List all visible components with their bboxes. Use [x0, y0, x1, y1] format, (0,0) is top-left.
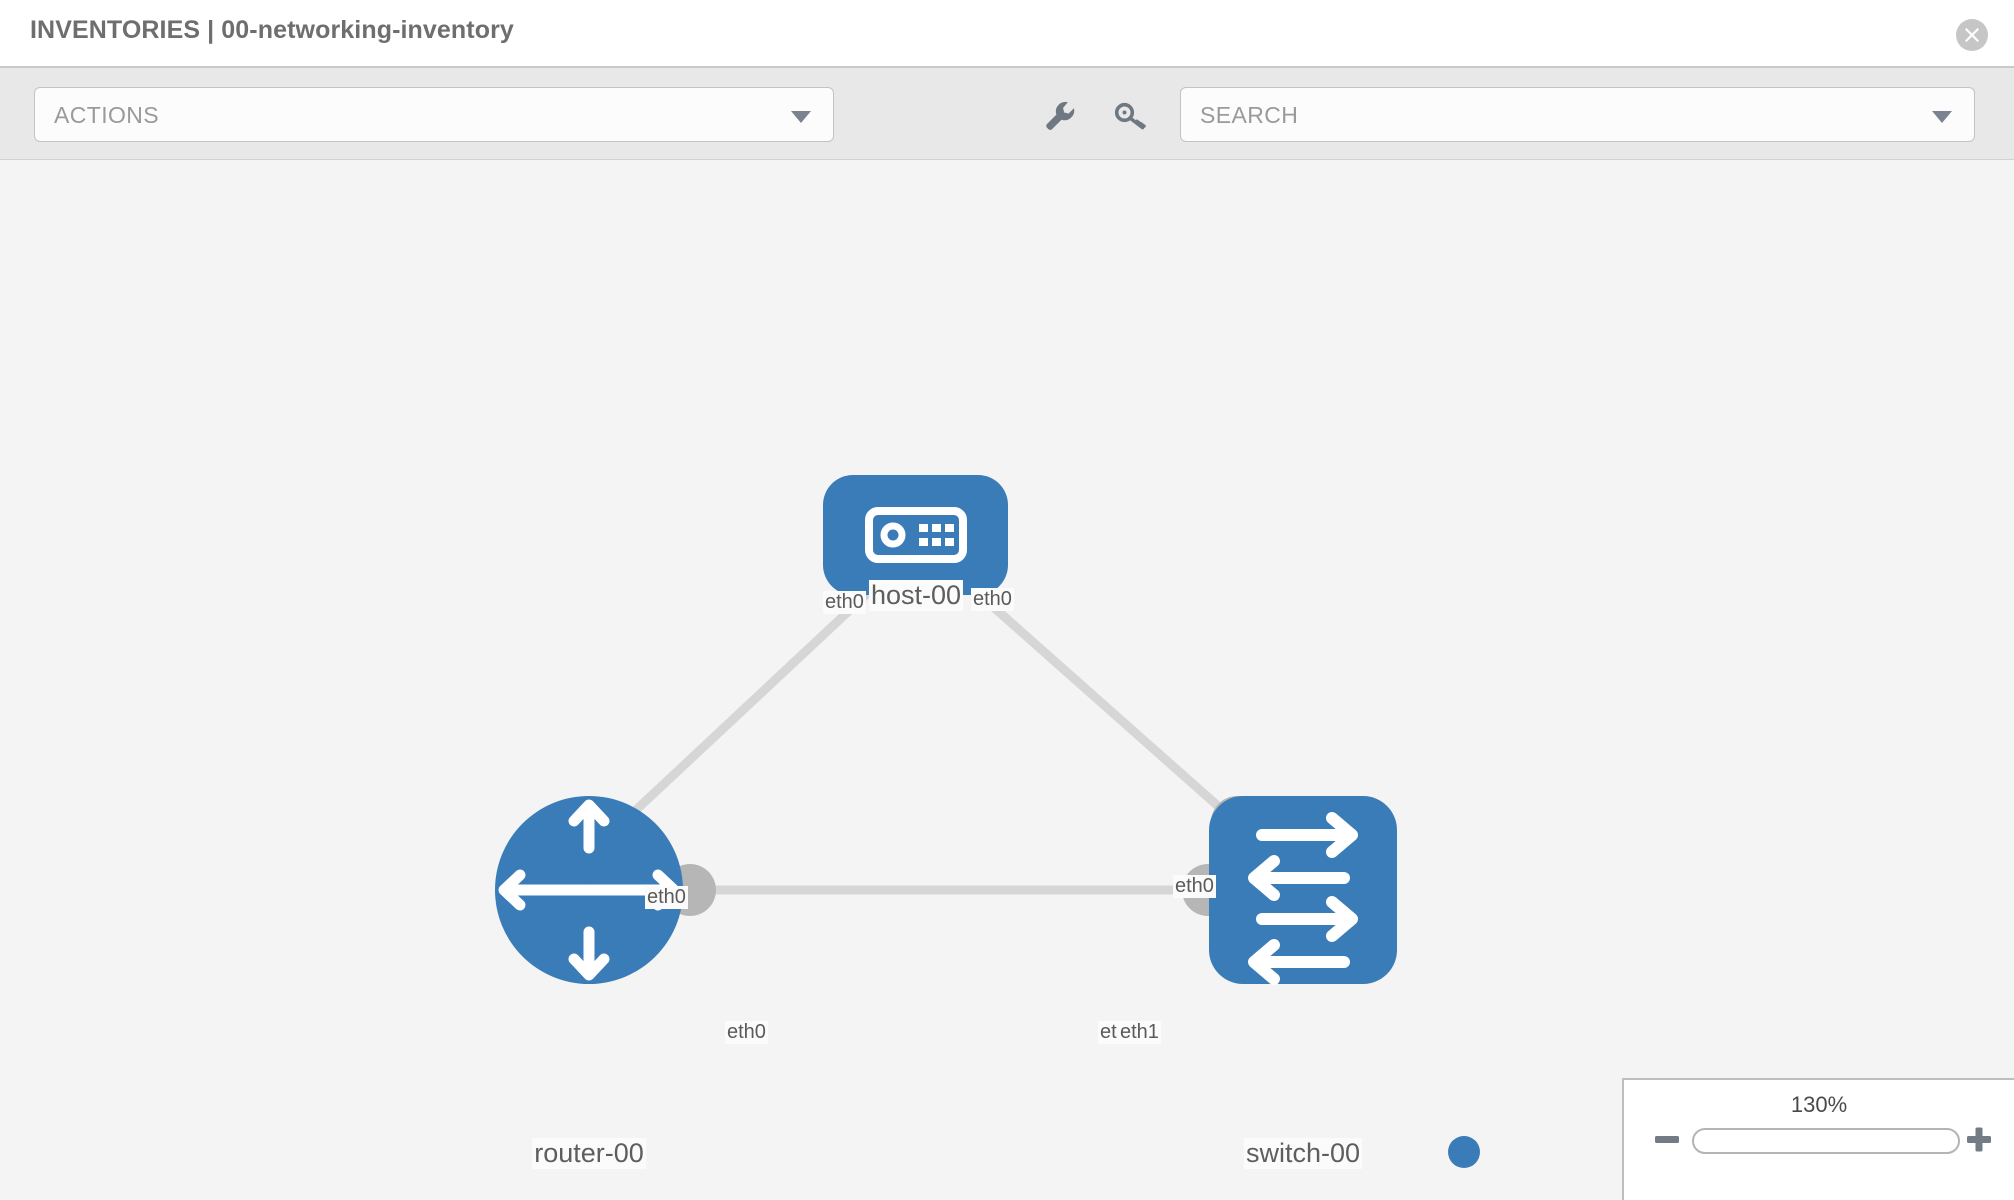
server-icon [865, 507, 967, 563]
zoom-out-button[interactable] [1652, 1124, 1682, 1159]
iface-label-router00-up: eth0 [645, 886, 688, 909]
search-input-placeholder: SEARCH [1200, 102, 1299, 128]
topology-canvas[interactable]: eth0 eth0 eth0 eth0 eth0 eth0 eth1 host-… [0, 160, 2014, 1200]
toolbar: ACTIONS SEARCH [0, 68, 2014, 160]
actions-dropdown-label: ACTIONS [54, 102, 160, 128]
node-label-host-00: host-00 [868, 580, 964, 611]
minus-icon [1655, 1136, 1679, 1143]
node-label-switch-00: switch-00 [1243, 1138, 1363, 1169]
iface-label-router00-right: eth0 [725, 1021, 768, 1044]
node-switch-00[interactable] [1209, 796, 1397, 985]
zoom-slider-track[interactable] [1692, 1128, 1960, 1154]
node-router-00[interactable] [495, 796, 683, 984]
iface-label-host00-right: eth0 [971, 588, 1014, 611]
zoom-slider-thumb[interactable] [1448, 1136, 1480, 1168]
plus-icon [1967, 1127, 1991, 1152]
iface-label-host00-left: eth0 [823, 591, 866, 614]
node-label-router-00: router-00 [532, 1138, 646, 1169]
key-icon [1114, 102, 1146, 130]
node-host-00[interactable] [823, 475, 1008, 595]
chevron-down-icon [1932, 111, 1952, 123]
topology-graph [495, 475, 1397, 985]
actions-dropdown[interactable]: ACTIONS [34, 87, 834, 142]
zoom-in-button[interactable] [1964, 1124, 1994, 1159]
close-button[interactable] [1956, 19, 1988, 51]
switch-icon [1248, 812, 1358, 985]
zoom-panel: 130% [1622, 1078, 2014, 1200]
key-button[interactable] [1110, 96, 1150, 136]
iface-label-switch00-up: eth0 [1173, 875, 1216, 898]
close-icon [1965, 28, 1979, 42]
title-bar: INVENTORIES | 00-networking-inventory [0, 0, 2014, 68]
search-dropdown[interactable]: SEARCH [1180, 87, 1975, 142]
link-layer [616, 561, 1248, 895]
wrench-button[interactable] [1040, 96, 1080, 136]
chevron-down-icon [791, 111, 811, 123]
page-title: INVENTORIES | 00-networking-inventory [30, 16, 514, 44]
zoom-level-label: 130% [1790, 1092, 1848, 1117]
iface-label-switch00-left-eth1: eth1 [1118, 1021, 1161, 1044]
wrench-icon [1046, 101, 1075, 130]
